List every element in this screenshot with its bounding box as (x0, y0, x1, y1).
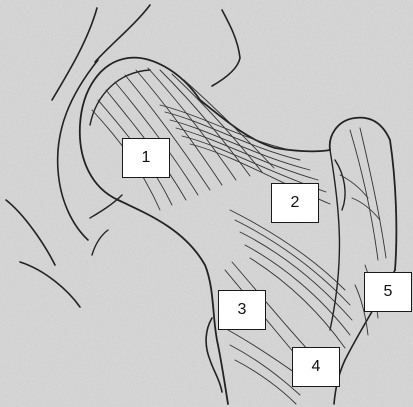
label-5: 5 (364, 272, 412, 312)
label-3: 3 (218, 290, 266, 330)
label-1: 1 (122, 138, 170, 178)
label-2: 2 (271, 183, 319, 223)
label-4: 4 (292, 347, 340, 387)
